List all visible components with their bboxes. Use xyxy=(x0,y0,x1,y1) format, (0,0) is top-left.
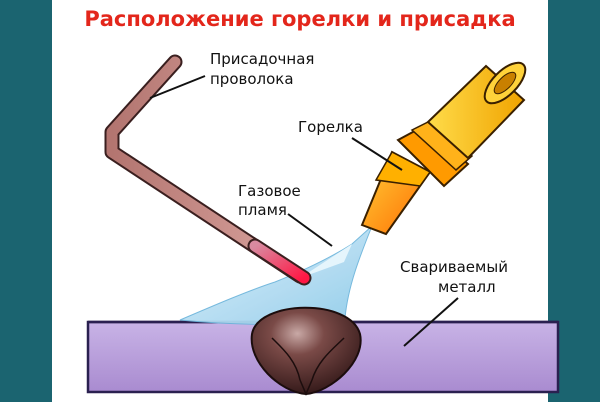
leader-flame xyxy=(287,213,333,247)
filler-wire-icon xyxy=(104,54,312,286)
weld-root xyxy=(299,379,313,396)
right-background-strip xyxy=(548,0,600,402)
left-background-strip xyxy=(0,0,52,402)
leader-filler xyxy=(149,75,206,99)
label-flame-line2: пламя xyxy=(238,201,287,219)
leader-metal xyxy=(403,297,459,347)
weld-bead-icon xyxy=(250,306,362,396)
label-filler-line1: Присадочная xyxy=(210,50,314,68)
label-filler-line2: проволока xyxy=(210,70,294,88)
welding-torch-icon xyxy=(360,61,527,236)
label-flame-line1: Газовое xyxy=(238,182,301,200)
label-metal-line2: металл xyxy=(438,278,496,296)
leader-torch xyxy=(351,137,403,171)
label-metal-line1: Свариваемый xyxy=(400,258,508,276)
label-torch: Горелка xyxy=(298,118,363,136)
diagram-title: Расположение горелки и присадка xyxy=(84,7,515,31)
weld-seam-left xyxy=(271,337,301,381)
flame-core xyxy=(300,244,352,278)
weld-seam-right xyxy=(311,337,345,381)
